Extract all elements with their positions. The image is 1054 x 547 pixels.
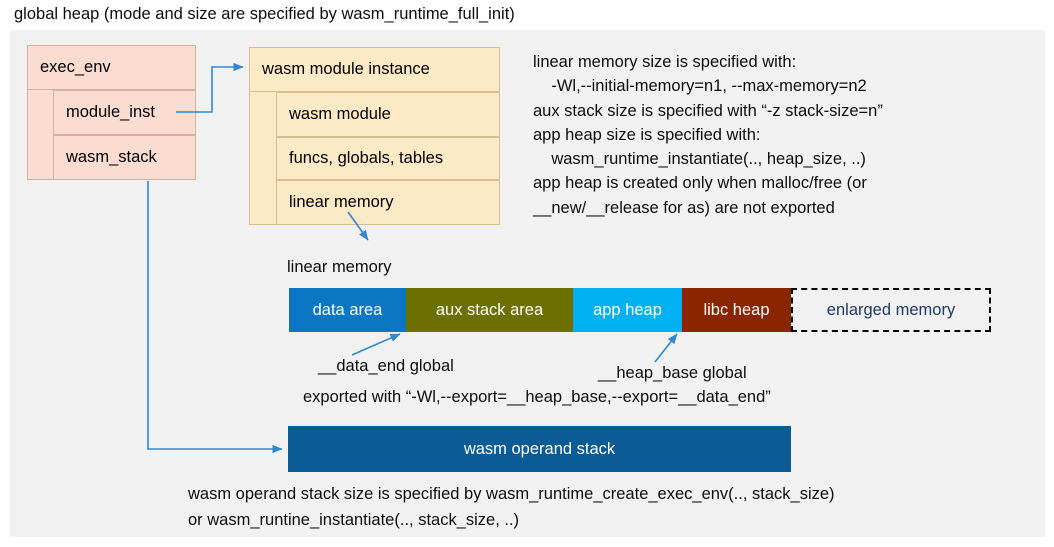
data-end-global-label: __data_end global	[318, 357, 454, 375]
operand-stack-notes: wasm operand stack size is specified by …	[188, 485, 835, 529]
module-instance-row-wasm-module: wasm module	[276, 92, 500, 137]
memory-segment-data-area: data area	[289, 288, 406, 332]
linear-memory-bar: data area aux stack area app heap libc h…	[289, 288, 991, 332]
exported-with-label: exported with “-Wl,--export=__heap_base,…	[303, 388, 771, 406]
exec-env-header: exec_env	[27, 45, 196, 90]
wasm-operand-stack-bar: wasm operand stack	[288, 426, 791, 472]
module-instance-row-funcs-globals-tables: funcs, globals, tables	[276, 137, 500, 180]
linear-memory-notes: linear memory size is specified with: -W…	[533, 53, 883, 217]
memory-segment-libc-heap: libc heap	[682, 288, 791, 332]
linear-memory-caption: linear memory	[287, 258, 392, 276]
module-instance-row-linear-memory: linear memory	[276, 180, 500, 225]
module-instance-header: wasm module instance	[249, 47, 500, 92]
page-title: global heap (mode and size are specified…	[14, 5, 515, 23]
exec-env-row-module-inst: module_inst	[53, 90, 196, 135]
heap-base-global-label: __heap_base global	[598, 364, 747, 382]
exec-env-row-wasm-stack: wasm_stack	[53, 135, 196, 180]
memory-segment-app-heap: app heap	[573, 288, 682, 332]
memory-segment-aux-stack-area: aux stack area	[406, 288, 573, 332]
memory-segment-enlarged-memory: enlarged memory	[791, 288, 991, 332]
